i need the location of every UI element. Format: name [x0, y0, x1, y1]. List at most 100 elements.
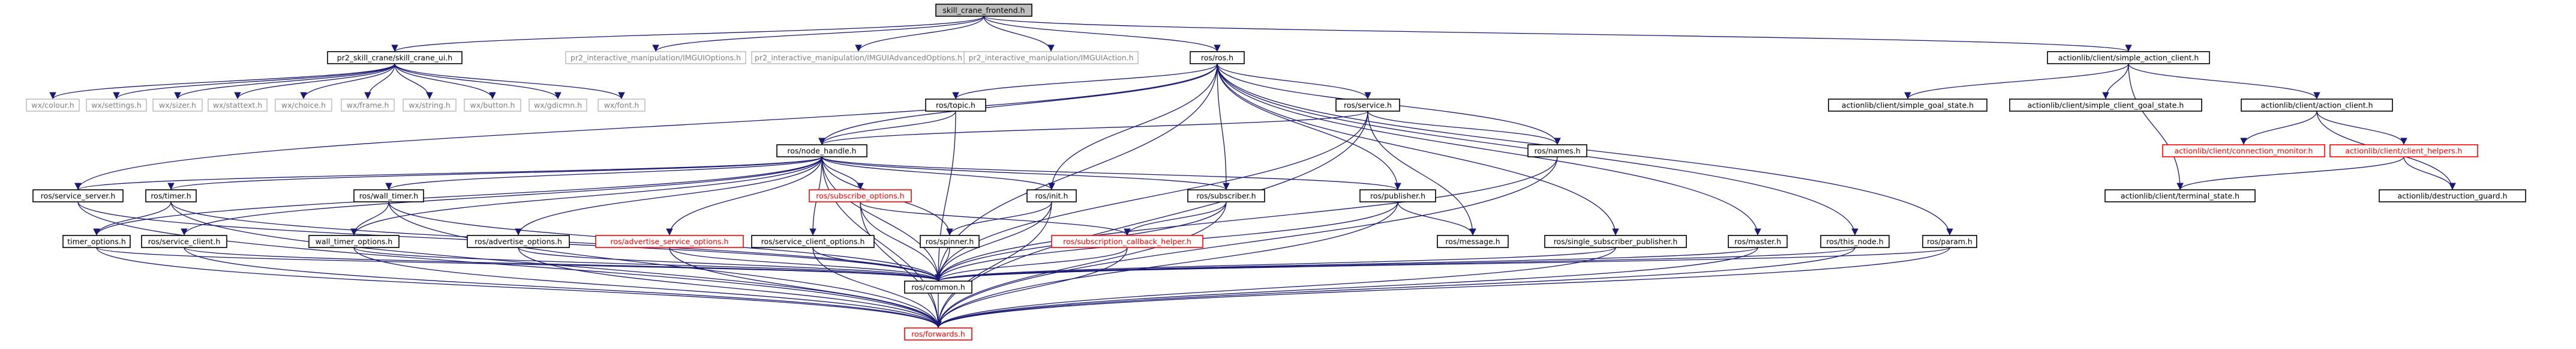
node-ros-publisher-h[interactable]: ros/publisher.h	[1359, 189, 1436, 202]
node-ros-timer-h[interactable]: ros/timer.h	[145, 189, 197, 202]
node-wx-settings-h[interactable]: wx/settings.h	[86, 99, 147, 112]
node-ros-advertise-service-options-h[interactable]: ros/advertise_service_options.h	[595, 235, 744, 248]
node-ros-init-h[interactable]: ros/init.h	[1026, 189, 1077, 202]
node-label: ros/common.h	[911, 283, 965, 292]
node-skill-crane-frontend-h[interactable]: skill_crane_frontend.h	[935, 4, 1032, 17]
edge-nodehandle-to-advservopts	[666, 156, 822, 236]
node-ros-common-h[interactable]: ros/common.h	[904, 281, 972, 294]
node-label: actionlib/client/client_helpers.h	[2346, 147, 2463, 156]
node-actionlib-client-simple-client-goal-state-h[interactable]: actionlib/client/simple_client_goal_stat…	[2009, 99, 2202, 112]
node-label: wx/colour.h	[31, 101, 74, 110]
node-label: wx/font.h	[604, 101, 640, 110]
edge-servcliopts-to-forwards	[812, 247, 942, 329]
node-ros-subscription-callback-helper-h[interactable]: ros/subscription_callback_helper.h	[1051, 235, 1203, 248]
node-actionlib-client-simple-goal-state-h[interactable]: actionlib/client/simple_goal_state.h	[1828, 99, 1987, 112]
node-wx-font-h[interactable]: wx/font.h	[598, 99, 645, 112]
node-box	[1051, 235, 1203, 248]
node-label: wx/string.h	[409, 101, 451, 110]
node-ros-node-handle-h[interactable]: ros/node_handle.h	[776, 144, 867, 157]
node-actionlib-client-terminal-state-h[interactable]: actionlib/client/terminal_state.h	[2104, 189, 2256, 202]
edge-pr2-to-wxbutton	[394, 63, 496, 100]
edge-root-to-imgopt	[652, 16, 984, 52]
node-ros-subscribe-options-h[interactable]: ros/subscribe_options.h	[809, 189, 912, 202]
node-box	[809, 189, 912, 202]
node-wx-frame-h[interactable]: wx/frame.h	[341, 99, 395, 112]
node-box	[2379, 189, 2526, 202]
node-label: wx/settings.h	[91, 101, 142, 110]
node-ros-topic-h[interactable]: ros/topic.h	[925, 99, 986, 112]
node-wall-timer-options-h[interactable]: wall_timer_options.h	[308, 235, 400, 248]
node-label: wx/button.h	[470, 101, 515, 110]
edge-pr2-to-wxsizer	[174, 63, 395, 100]
node-pr2-skill-crane-skill-crane-ui-h[interactable]: pr2_skill_crane/skill_crane_ui.h	[327, 51, 463, 64]
node-box	[275, 99, 332, 112]
node-actionlib-client-connection-monitor-h[interactable]: actionlib/client/connection_monitor.h	[2162, 144, 2325, 157]
edge-init-to-common	[935, 201, 1052, 282]
node-actionlib-client-client-helpers-h[interactable]: actionlib/client/client_helpers.h	[2329, 144, 2478, 157]
node-wx-colour-h[interactable]: wx/colour.h	[26, 99, 80, 112]
node-pr2-interactive-manipulation-imguiaction-h[interactable]: pr2_interactive_manipulation/IMGUIAction…	[963, 51, 1139, 64]
node-box	[2162, 144, 2325, 157]
edge-sac-to-termstate	[2128, 63, 2184, 190]
edge-ssp-to-common	[935, 247, 1616, 282]
node-ros-service-h[interactable]: ros/service.h	[1335, 99, 1400, 112]
node-ros-this-node-h[interactable]: ros/this_node.h	[1820, 235, 1890, 248]
edge-subopts-to-forwards	[860, 201, 942, 329]
node-actionlib-client-simple-action-client-h[interactable]: actionlib/client/simple_action_client.h	[2047, 51, 2210, 64]
node-timer-options-h[interactable]: timer_options.h	[62, 235, 131, 248]
edge-timeropts-to-forwards	[96, 247, 942, 329]
node-ros-param-h[interactable]: ros/param.h	[1922, 235, 1977, 248]
node-wx-string-h[interactable]: wx/string.h	[403, 99, 457, 112]
node-ros-ros-h[interactable]: ros/ros.h	[1190, 51, 1245, 64]
edge-timeropts-to-common	[96, 247, 942, 282]
node-actionlib-destruction-guard-h[interactable]: actionlib/destruction_guard.h	[2379, 189, 2526, 202]
edge-nodehandle-to-advopts	[515, 156, 822, 236]
node-label: ros/service_client.h	[148, 237, 221, 246]
node-label: ros/message.h	[1445, 237, 1500, 246]
node-box	[403, 99, 457, 112]
node-box	[776, 144, 867, 157]
node-ros-single-subscriber-publisher-h[interactable]: ros/single_subscriber_publisher.h	[1544, 235, 1687, 248]
node-actionlib-client-action-client-h[interactable]: actionlib/client/action_client.h	[2241, 99, 2393, 112]
node-wx-button-h[interactable]: wx/button.h	[464, 99, 521, 112]
node-ros-wall-timer-h[interactable]: ros/wall_timer.h	[353, 189, 424, 202]
node-ros-service-client-options-h[interactable]: ros/service_client_options.h	[751, 235, 875, 248]
node-ros-message-h[interactable]: ros/message.h	[1437, 235, 1509, 248]
node-label: ros/advertise_options.h	[475, 237, 562, 246]
edge-pr2-to-wxsettings	[113, 63, 395, 100]
node-wx-sizer-h[interactable]: wx/sizer.h	[152, 99, 203, 112]
edge-subscriber-to-subcb	[1124, 201, 1227, 236]
node-label: pr2_interactive_manipulation/IMGUIAdvanc…	[755, 53, 962, 62]
edge-param-to-forwards	[935, 247, 1950, 329]
node-ros-spinner-h[interactable]: ros/spinner.h	[920, 235, 980, 248]
edge-root-to-pr2	[391, 16, 984, 52]
node-ros-forwards-h[interactable]: ros/forwards.h	[904, 327, 972, 341]
node-pr2-interactive-manipulation-imguioptions-h[interactable]: pr2_interactive_manipulation/IMGUIOption…	[565, 51, 746, 64]
node-box	[1026, 189, 1077, 202]
edge-nodehandle-to-common	[821, 156, 942, 282]
node-ros-subscriber-h[interactable]: ros/subscriber.h	[1187, 189, 1265, 202]
node-box	[1828, 99, 1987, 112]
node-box	[353, 189, 424, 202]
edge-layer	[49, 16, 2456, 329]
node-label: ros/spinner.h	[926, 237, 974, 246]
node-wx-stattext-h[interactable]: wx/stattext.h	[208, 99, 268, 112]
node-ros-service-client-h[interactable]: ros/service_client.h	[141, 235, 227, 248]
edge-rosh-to-service	[1217, 63, 1371, 100]
node-ros-advertise-options-h[interactable]: ros/advertise_options.h	[467, 235, 570, 248]
node-ros-master-h[interactable]: ros/master.h	[1728, 235, 1788, 248]
node-box	[32, 189, 124, 202]
node-ros-service-server-h[interactable]: ros/service_server.h	[32, 189, 124, 202]
node-label: actionlib/client/simple_client_goal_stat…	[2028, 101, 2184, 110]
node-box	[464, 99, 521, 112]
node-ros-names-h[interactable]: ros/names.h	[1527, 144, 1587, 157]
node-box	[26, 99, 80, 112]
node-label: ros/single_subscriber_publisher.h	[1554, 237, 1678, 246]
node-box	[1190, 51, 1245, 64]
node-pr2-interactive-manipulation-imguiadvancedoptions-h[interactable]: pr2_interactive_manipulation/IMGUIAdvanc…	[751, 51, 966, 64]
node-wx-gdicmn-h[interactable]: wx/gdicmn.h	[529, 99, 587, 112]
edge-pr2-to-wxframe	[364, 63, 395, 100]
node-box	[920, 235, 980, 248]
node-wx-choice-h[interactable]: wx/choice.h	[275, 99, 332, 112]
edge-init-to-forwards	[935, 201, 1052, 329]
